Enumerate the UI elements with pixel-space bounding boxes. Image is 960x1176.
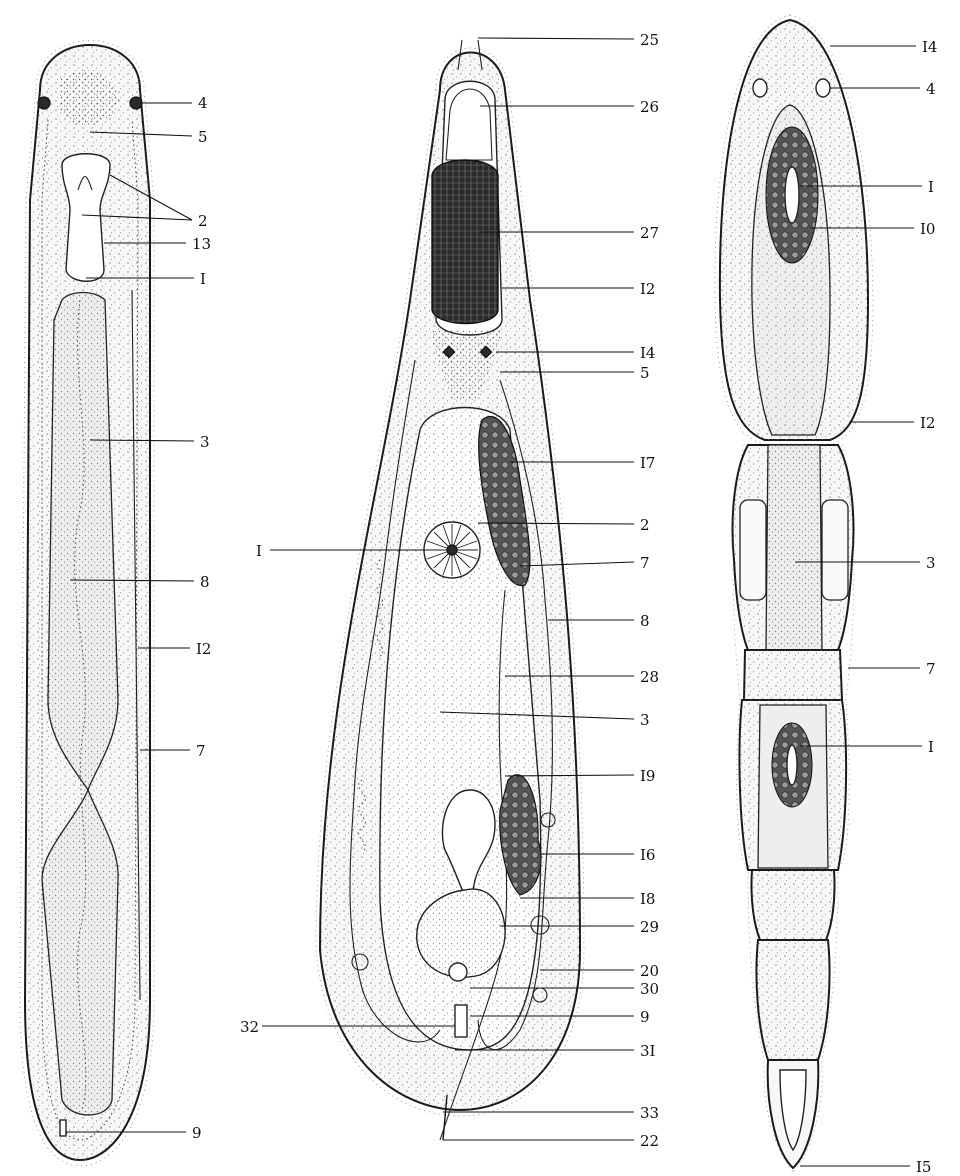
label-right-12: I2 [920, 414, 935, 432]
label-middle-8: 8 [640, 612, 650, 630]
labels-right: I4 4 I I0 I2 3 7 I I5 [916, 38, 937, 1176]
label-left-5: 5 [198, 128, 208, 146]
label-right-10: I0 [920, 220, 935, 238]
label-left-4: 4 [198, 94, 208, 112]
right-eye-left [753, 79, 767, 97]
right-segment-5 [751, 870, 834, 940]
label-left-1: I [200, 270, 206, 288]
label-right-7: 7 [926, 660, 936, 678]
label-middle-19: I9 [640, 767, 655, 785]
label-middle-26: 26 [640, 98, 659, 116]
label-middle-30: 30 [640, 980, 659, 998]
middle-small-vesicle [449, 963, 467, 981]
label-middle-17: I7 [640, 454, 655, 472]
right-segment-4 [740, 700, 847, 870]
label-middle-3: 3 [640, 711, 650, 729]
label-middle-29: 29 [640, 918, 659, 936]
label-middle-12: I2 [640, 280, 655, 298]
leader-line [478, 38, 634, 39]
label-middle-31: 3I [640, 1042, 656, 1060]
label-middle-22: 22 [640, 1132, 659, 1150]
label-middle-20: 20 [640, 962, 659, 980]
label-left-3: 3 [200, 433, 210, 451]
label-middle-25: 25 [640, 31, 659, 49]
label-left-8: 8 [200, 573, 210, 591]
left-tail-tip [60, 1120, 66, 1136]
label-middle-14: I4 [640, 344, 655, 362]
label-middle-28: 28 [640, 668, 659, 686]
label-left-12: I2 [196, 640, 211, 658]
label-left-13: 13 [192, 235, 211, 253]
label-middle-2: 2 [640, 516, 650, 534]
right-eye-right [816, 79, 830, 97]
labels-left: 4 5 2 13 I 3 8 I2 7 9 [192, 94, 211, 1142]
label-right-15: I5 [916, 1158, 931, 1176]
label-right-3: 3 [926, 554, 936, 572]
label-middle-16: I6 [640, 846, 655, 864]
label-middle-1: I [256, 542, 262, 560]
middle-copulatory-organ [455, 1005, 467, 1037]
right-segment-6 [756, 940, 829, 1060]
label-left-7: 7 [196, 742, 206, 760]
right-tail-segment [768, 1060, 819, 1168]
label-middle-9: 9 [640, 1008, 650, 1026]
right-segment-2 [733, 445, 854, 650]
figure-left [20, 41, 154, 1167]
label-left-2: 2 [198, 212, 208, 230]
figure-right [715, 15, 873, 1172]
right-segment-3 [744, 650, 842, 700]
label-right-4: 4 [926, 80, 936, 98]
label-middle-32: 32 [240, 1018, 259, 1036]
figure-middle [316, 40, 584, 1140]
right-pharynx-lumen-1 [785, 167, 799, 223]
label-left-9: 9 [192, 1124, 202, 1142]
label-middle-18: I8 [640, 890, 655, 908]
middle-radial-center [447, 545, 457, 555]
label-middle-7: 7 [640, 554, 650, 572]
label-right-1b: I [928, 738, 934, 756]
label-right-14: I4 [922, 38, 937, 56]
label-middle-5: 5 [640, 364, 650, 382]
label-middle-33: 33 [640, 1104, 659, 1122]
middle-grid-organ [432, 160, 498, 324]
label-middle-27: 27 [640, 224, 659, 242]
label-right-1: I [928, 178, 934, 196]
left-eye-left [38, 97, 50, 109]
left-intestine-texture [42, 293, 118, 1116]
